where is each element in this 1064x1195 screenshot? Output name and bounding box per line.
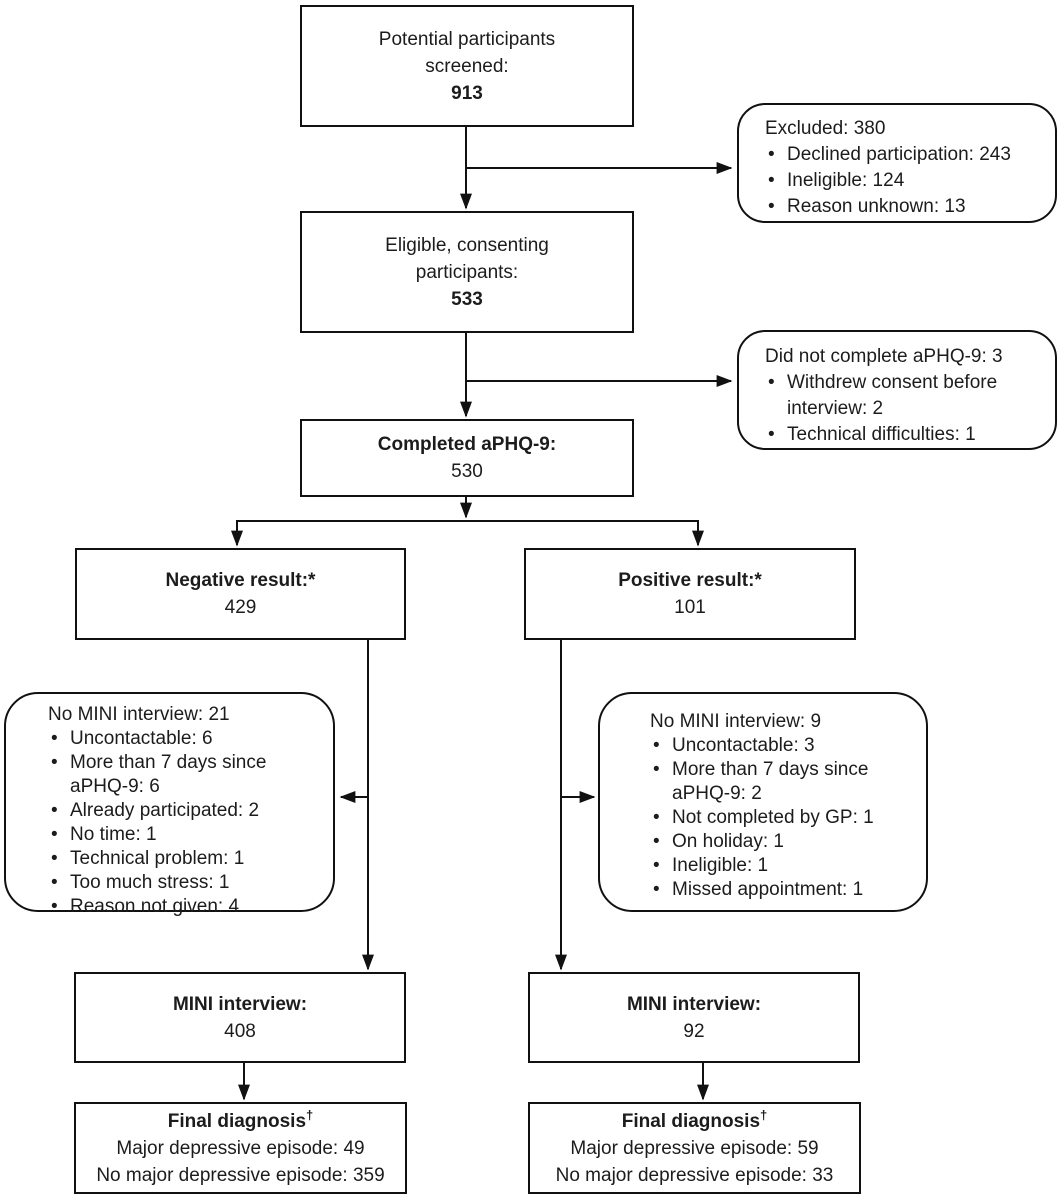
box-completed-count: 530 <box>451 461 483 482</box>
box-eligible-text: Eligible, consenting <box>385 234 549 256</box>
list-item: Uncontactable: 3 <box>650 734 920 758</box>
list-item: More than 7 days since aPHQ-9: 2 <box>650 758 920 806</box>
box-positive-title: Positive result:* <box>618 570 762 591</box>
list-item: More than 7 days since aPHQ-9: 6 <box>48 751 327 799</box>
dagger-footnote-mark: † <box>760 1107 768 1123</box>
box-excluded-header: Excluded: 380 <box>765 118 886 139</box>
list-item: Reason unknown: 13 <box>765 194 1045 220</box>
box-mini-left: MINI interview: 408 <box>74 972 406 1063</box>
list-item: Ineligible: 1 <box>650 854 920 878</box>
final-diagnosis-label: Final diagnosis <box>621 1110 761 1132</box>
box-negative-count: 429 <box>224 597 257 618</box>
box-screened-text: Potential participants <box>378 28 556 50</box>
list-item: Technical difficulties: 1 <box>765 422 1045 448</box>
box-negative-result: Negative result:* 429 <box>75 548 406 640</box>
box-screened: Potential participants screened: 913 <box>300 5 634 127</box>
list-item: Already participated: 2 <box>48 799 327 823</box>
box-excluded-list: Declined participation: 243 Ineligible: … <box>765 142 1045 220</box>
box-final-left-line: No major depressive episode: 359 <box>96 1164 385 1186</box>
box-mini-right-title: MINI interview: <box>626 993 762 1015</box>
box-excluded: Excluded: 380 Declined participation: 24… <box>737 103 1057 223</box>
box-final-left-title: Final diagnosis† <box>168 1108 314 1135</box>
box-mini-right-count: 92 <box>683 1020 705 1042</box>
box-no-mini-right: No MINI interview: 9 Uncontactable: 3 Mo… <box>598 692 928 912</box>
box-eligible-count: 533 <box>451 288 483 310</box>
box-no-mini-left-list: Uncontactable: 6 More than 7 days since … <box>48 727 327 919</box>
box-eligible-text: participants: <box>415 261 519 283</box>
list-item: Reason not given: 4 <box>48 895 327 919</box>
box-screened-count: 913 <box>451 82 483 104</box>
box-eligible: Eligible, consenting participants: 533 <box>300 211 634 333</box>
box-final-right-line: No major depressive episode: 33 <box>555 1164 834 1186</box>
list-item: Uncontactable: 6 <box>48 727 327 751</box>
box-not-completed: Did not complete aPHQ-9: 3 Withdrew cons… <box>737 330 1057 450</box>
box-final-right-title: Final diagnosis† <box>622 1108 768 1135</box>
list-item: No time: 1 <box>48 823 327 847</box>
box-final-left: Final diagnosis† Major depressive episod… <box>74 1102 407 1194</box>
list-item: Withdrew consent before interview: 2 <box>765 370 1045 422</box>
list-item: Technical problem: 1 <box>48 847 327 871</box>
list-item: Missed appointment: 1 <box>650 878 920 902</box>
box-not-completed-header: Did not complete aPHQ-9: 3 <box>765 346 1003 367</box>
box-mini-left-count: 408 <box>224 1020 256 1042</box>
box-mini-right: MINI interview: 92 <box>528 972 860 1063</box>
box-final-left-line: Major depressive episode: 49 <box>116 1137 365 1159</box>
list-item: Too much stress: 1 <box>48 871 327 895</box>
box-no-mini-right-list: Uncontactable: 3 More than 7 days since … <box>650 734 920 902</box>
box-completed-title: Completed aPHQ-9: <box>377 434 557 455</box>
list-item: On holiday: 1 <box>650 830 920 854</box>
box-no-mini-left-header: No MINI interview: 21 <box>48 704 230 725</box>
box-positive-result: Positive result:* 101 <box>524 548 856 640</box>
list-item: Ineligible: 124 <box>765 168 1045 194</box>
list-item: Not completed by GP: 1 <box>650 806 920 830</box>
box-mini-left-title: MINI interview: <box>172 993 308 1015</box>
box-positive-count: 101 <box>674 597 706 618</box>
box-no-mini-left: No MINI interview: 21 Uncontactable: 6 M… <box>4 692 335 919</box>
box-no-mini-right-header: No MINI interview: 9 <box>650 711 822 732</box>
box-final-right: Final diagnosis† Major depressive episod… <box>528 1102 861 1194</box>
box-final-right-line: Major depressive episode: 59 <box>570 1137 819 1159</box>
box-not-completed-list: Withdrew consent before interview: 2 Tec… <box>765 370 1045 448</box>
dagger-footnote-mark: † <box>306 1107 314 1123</box>
box-negative-title: Negative result:* <box>165 570 316 591</box>
list-item: Declined participation: 243 <box>765 142 1045 168</box>
box-screened-text: screened: <box>425 55 509 77</box>
box-completed: Completed aPHQ-9: 530 <box>300 419 634 497</box>
final-diagnosis-label: Final diagnosis <box>167 1110 307 1132</box>
